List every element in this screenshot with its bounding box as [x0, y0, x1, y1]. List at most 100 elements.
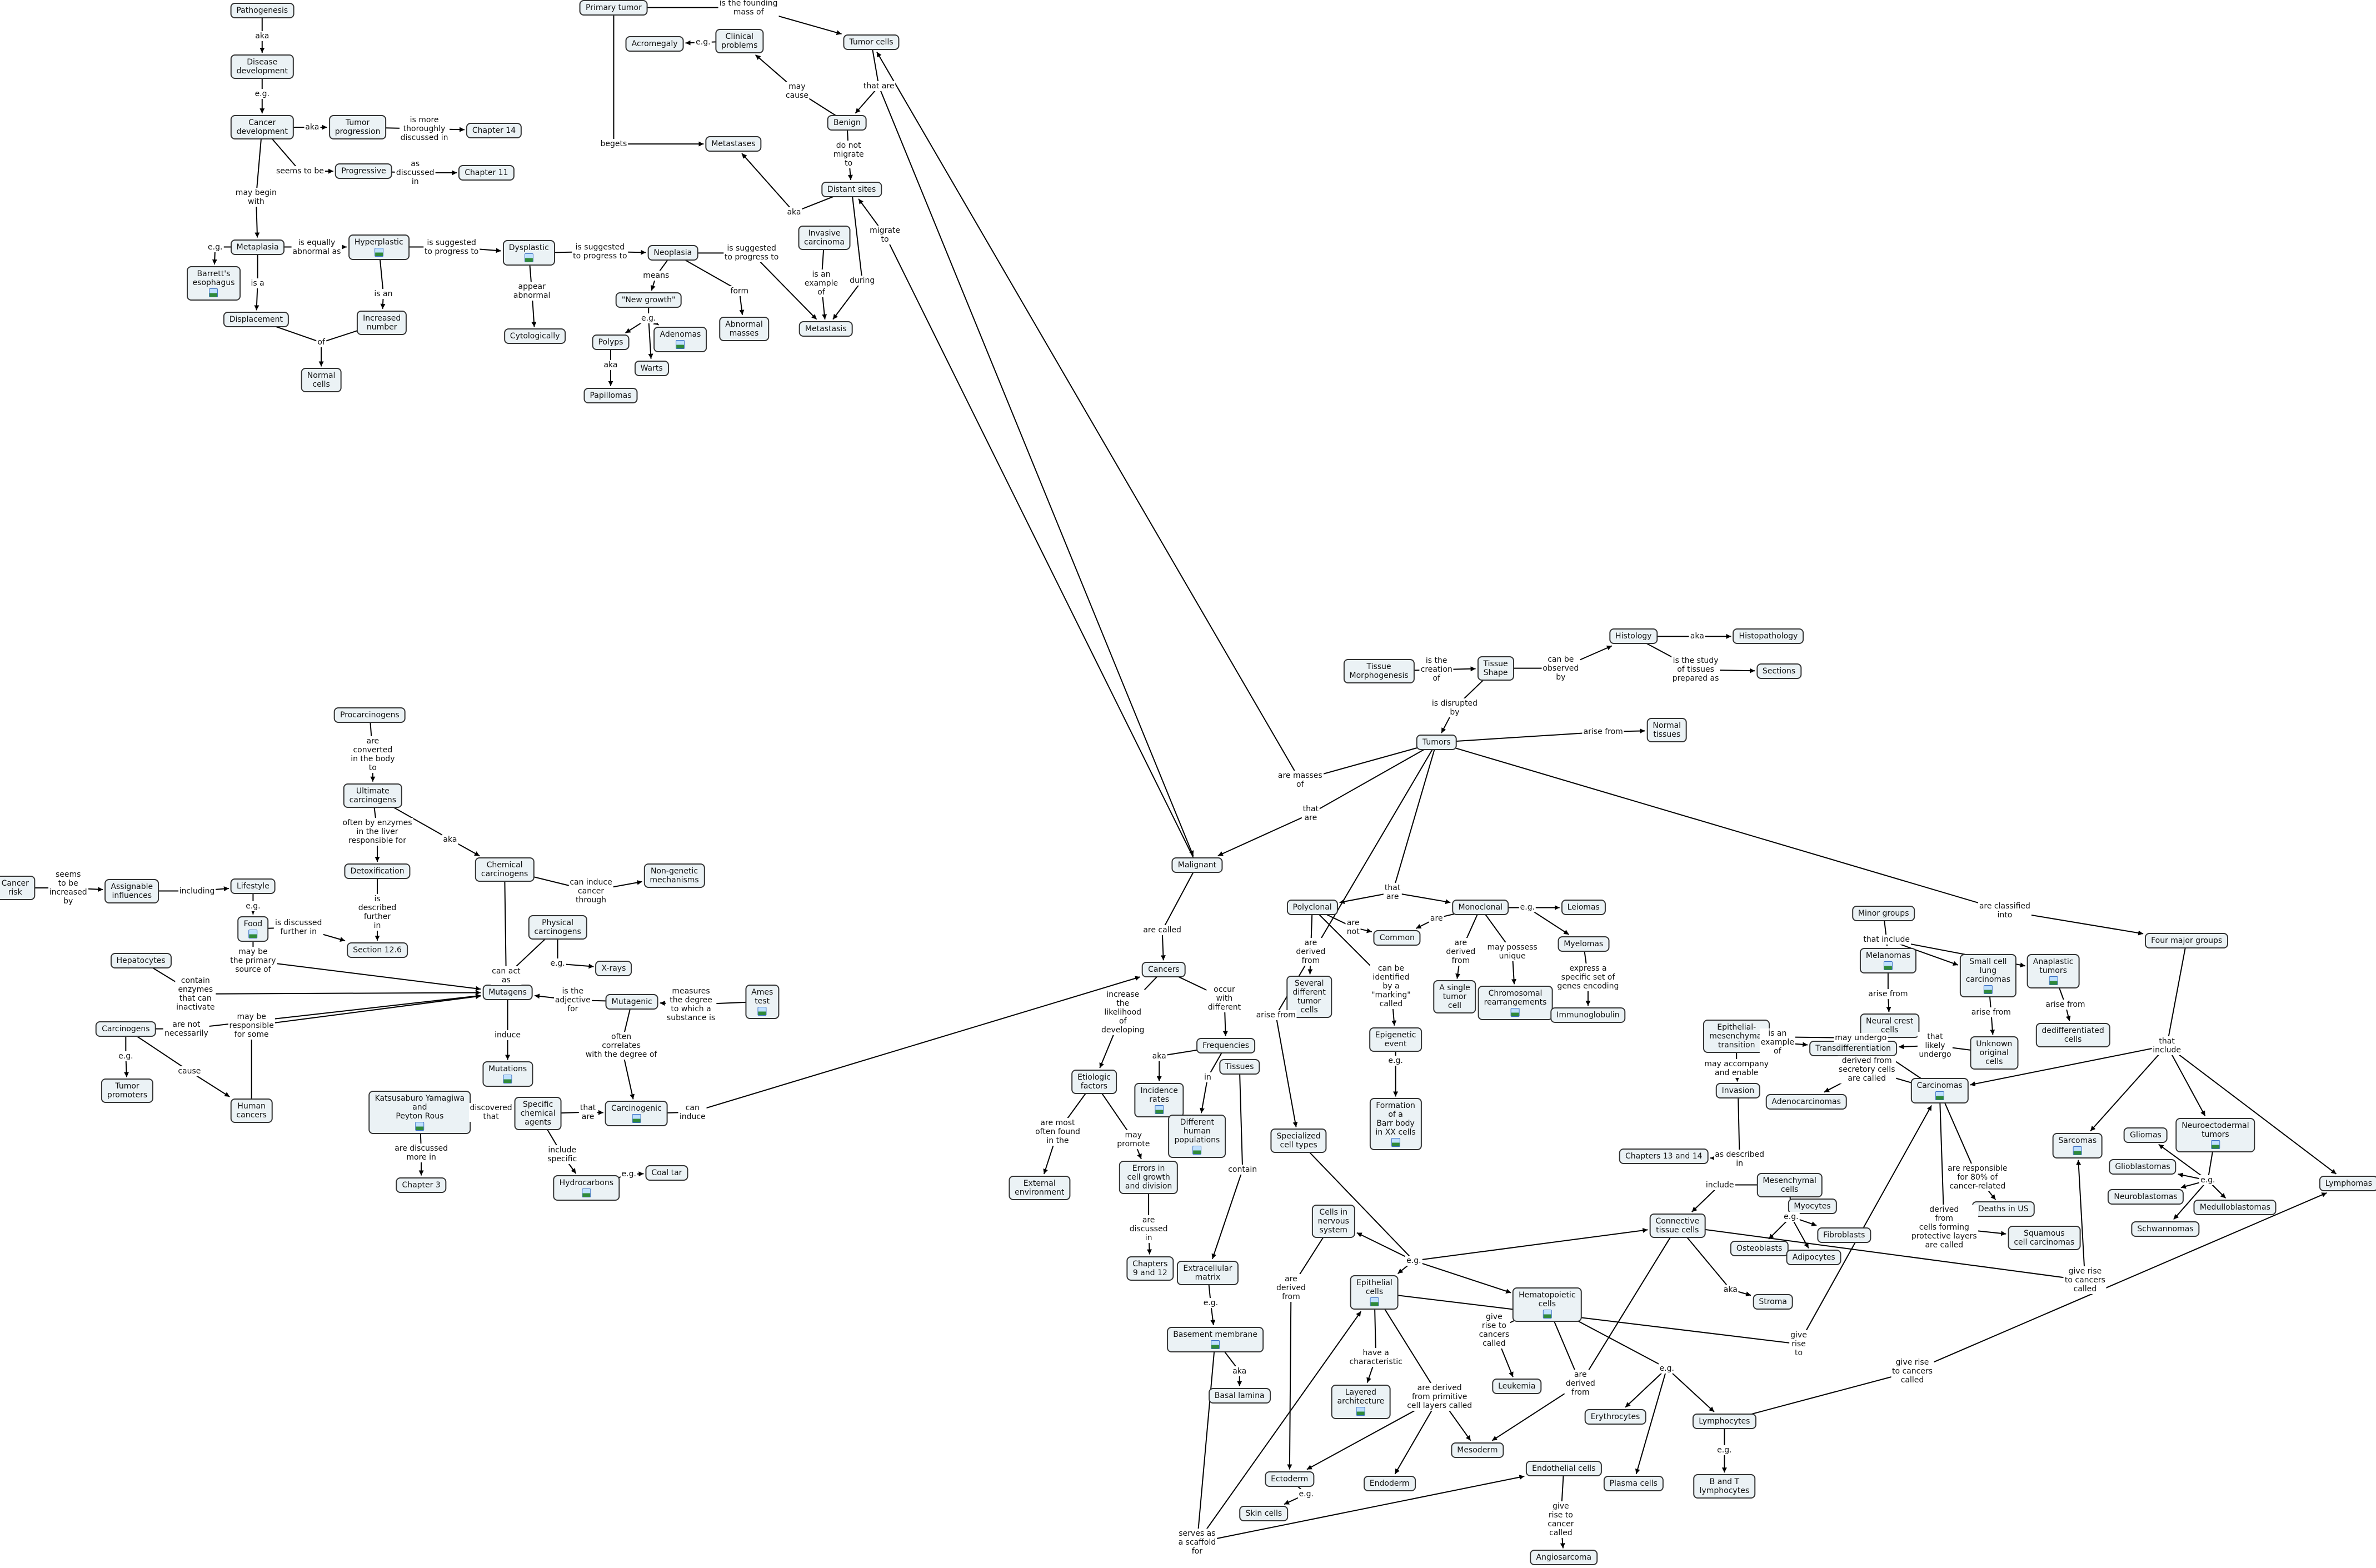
concept-abm[interactable]: Abnormal masses: [719, 316, 769, 341]
image-icon[interactable]: [2073, 1146, 2082, 1155]
image-icon[interactable]: [757, 1006, 767, 1016]
concept-melan[interactable]: Melanomas: [1859, 947, 1916, 973]
concept-carcinogenic[interactable]: Carcinogenic: [605, 1101, 668, 1127]
concept-tumors[interactable]: Tumors: [1416, 735, 1457, 751]
image-icon[interactable]: [1983, 985, 1993, 995]
concept-endoth[interactable]: Endothelial cells: [1526, 1460, 1602, 1476]
concept-katsu[interactable]: Katsusaburo Yamagiwa and Peyton Rous: [368, 1090, 471, 1134]
concept-warts[interactable]: Warts: [634, 360, 669, 376]
concept-skin[interactable]: Skin cells: [1239, 1506, 1289, 1522]
concept-barr2[interactable]: Formation of a Barr body in XX cells: [1369, 1098, 1422, 1151]
concept-ch912[interactable]: Chapters 9 and 12: [1126, 1256, 1174, 1281]
concept-gliom[interactable]: Gliomas: [2124, 1127, 2168, 1143]
concept-angio[interactable]: Angiosarcoma: [1530, 1550, 1598, 1566]
image-icon[interactable]: [503, 1075, 512, 1084]
concept-tshape[interactable]: Tissue Shape: [1477, 656, 1514, 681]
concept-detox[interactable]: Detoxification: [344, 863, 411, 880]
concept-common[interactable]: Common: [1373, 930, 1421, 946]
concept-osteo[interactable]: Osteoblasts: [1730, 1241, 1789, 1257]
concept-phys[interactable]: Physical carcinogens: [528, 915, 587, 940]
image-icon[interactable]: [1155, 1105, 1164, 1114]
concept-hcanc[interactable]: Human cancers: [230, 1098, 273, 1123]
image-icon[interactable]: [1511, 1008, 1520, 1017]
concept-hema[interactable]: Hematopoietic cells: [1513, 1287, 1582, 1322]
concept-cdev[interactable]: Cancer development: [230, 115, 294, 140]
concept-clin[interactable]: Clinical problems: [715, 28, 764, 53]
image-icon[interactable]: [248, 929, 258, 938]
concept-path[interactable]: Pathogenesis: [230, 3, 294, 19]
concept-adeno[interactable]: Adenocarcinomas: [1765, 1093, 1847, 1110]
concept-invasion[interactable]: Invasion: [1715, 1083, 1761, 1099]
concept-errors[interactable]: Errors in cell growth and division: [1119, 1160, 1179, 1194]
concept-freq[interactable]: Frequencies: [1196, 1037, 1256, 1053]
image-icon[interactable]: [415, 1121, 425, 1131]
concept-lymphomas[interactable]: Lymphomas: [2319, 1175, 2376, 1191]
concept-myel[interactable]: Myelomas: [1558, 936, 1610, 952]
concept-neural[interactable]: Neural crest cells: [1860, 1013, 1920, 1038]
concept-bm[interactable]: Basement membrane: [1167, 1326, 1264, 1352]
image-icon[interactable]: [1356, 1406, 1365, 1416]
concept-tmorph[interactable]: Tissue Morphogenesis: [1343, 659, 1415, 684]
concept-lymph[interactable]: Lymphocytes: [1693, 1413, 1756, 1429]
concept-cancers[interactable]: Cancers: [1142, 962, 1186, 978]
concept-ptum[interactable]: Primary tumor: [580, 0, 648, 16]
image-icon[interactable]: [1391, 1138, 1400, 1147]
concept-tprom[interactable]: Tumor promoters: [101, 1078, 154, 1103]
concept-tcells[interactable]: Tumor cells: [843, 34, 900, 51]
concept-food[interactable]: Food: [237, 916, 269, 942]
image-icon[interactable]: [2049, 976, 2058, 986]
concept-coal[interactable]: Coal tar: [645, 1165, 688, 1181]
concept-mono[interactable]: Monoclonal: [1452, 900, 1509, 916]
concept-eryth[interactable]: Erythrocytes: [1584, 1409, 1646, 1425]
concept-sections[interactable]: Sections: [1756, 663, 1802, 680]
concept-s126[interactable]: Section 12.6: [347, 942, 408, 958]
concept-hyper[interactable]: Hyperplastic: [348, 234, 410, 260]
concept-papil[interactable]: Papillomas: [583, 387, 638, 403]
concept-mesen[interactable]: Mesenchymal cells: [1756, 1172, 1823, 1197]
image-icon[interactable]: [582, 1189, 591, 1197]
concept-newg[interactable]: "New growth": [615, 292, 682, 308]
concept-cyto[interactable]: Cytologically: [503, 328, 566, 344]
concept-mutagens[interactable]: Mutagens: [482, 985, 533, 1001]
concept-endo[interactable]: Endoderm: [1363, 1475, 1416, 1491]
concept-incid[interactable]: Incidence rates: [1134, 1082, 1184, 1117]
image-icon[interactable]: [632, 1114, 641, 1123]
concept-metases[interactable]: Metastases: [705, 136, 762, 152]
concept-medul[interactable]: Medulloblastomas: [2193, 1200, 2277, 1216]
concept-carcinomas[interactable]: Carcinomas: [1910, 1078, 1969, 1104]
concept-ch3[interactable]: Chapter 3: [396, 1177, 447, 1193]
concept-ch14[interactable]: Chapter 14: [466, 122, 522, 138]
concept-carcs[interactable]: Carcinogens: [96, 1021, 156, 1037]
concept-minor[interactable]: Minor groups: [1851, 906, 1915, 922]
image-icon[interactable]: [1543, 1309, 1552, 1319]
concept-single[interactable]: A single tumor cell: [1433, 980, 1476, 1014]
concept-gliob[interactable]: Glioblastomas: [2109, 1158, 2177, 1175]
concept-hydro[interactable]: Hydrocarbons: [553, 1175, 620, 1201]
concept-chem[interactable]: Chemical carcinogens: [475, 857, 535, 882]
concept-chrom[interactable]: Chromosomal rearrangements: [1477, 986, 1553, 1021]
concept-dediff[interactable]: dedifferentiated cells: [2035, 1022, 2110, 1047]
concept-meta[interactable]: Metaplasia: [230, 239, 285, 255]
concept-epig[interactable]: Epigenetic event: [1369, 1027, 1422, 1052]
concept-ult[interactable]: Ultimate carcinogens: [343, 783, 403, 808]
image-icon[interactable]: [1883, 961, 1893, 970]
concept-benign[interactable]: Benign: [827, 114, 867, 131]
concept-histo[interactable]: Histology: [1609, 628, 1658, 645]
concept-unk[interactable]: Unknown original cells: [1970, 1036, 2019, 1070]
image-icon[interactable]: [676, 339, 685, 349]
concept-inv[interactable]: Invasive carcinoma: [798, 226, 851, 251]
concept-nongen[interactable]: Non-genetic mechanisms: [643, 863, 705, 888]
concept-sclc[interactable]: Small cell lung carcinomas: [1959, 954, 2017, 998]
concept-transd[interactable]: Transdifferentiation: [1809, 1041, 1898, 1057]
image-icon[interactable]: [374, 247, 383, 257]
image-icon[interactable]: [1370, 1297, 1379, 1307]
concept-schwan[interactable]: Schwannomas: [2131, 1221, 2200, 1237]
concept-four[interactable]: Four major groups: [2145, 933, 2229, 949]
concept-bl[interactable]: Basal lamina: [1208, 1387, 1271, 1404]
concept-aden[interactable]: Adenomas: [653, 326, 707, 352]
concept-acro[interactable]: Acromegaly: [625, 36, 684, 52]
concept-meso[interactable]: Mesoderm: [1451, 1442, 1504, 1458]
concept-barr[interactable]: Barrett's esophagus: [186, 266, 241, 301]
concept-immuno[interactable]: Immunoglobulin: [1550, 1007, 1626, 1023]
concept-neuroect[interactable]: Neuroectodermal tumors: [2175, 1117, 2255, 1152]
